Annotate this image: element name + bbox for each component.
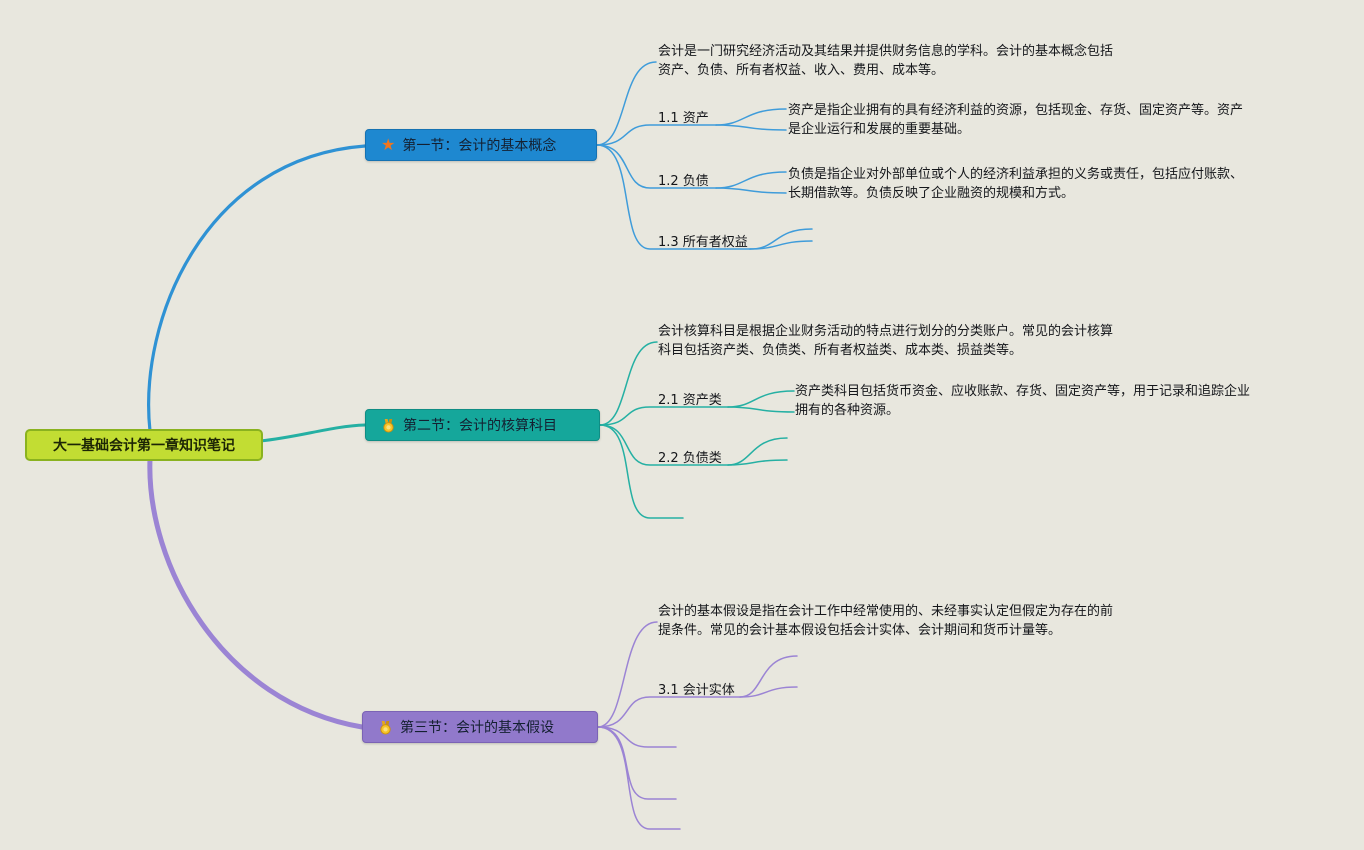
- subtopic-node-assets[interactable]: 1.1 资产: [658, 111, 709, 126]
- star-icon: ★: [381, 135, 396, 154]
- root-node[interactable]: 大一基础会计第一章知识笔记: [25, 429, 263, 461]
- subtopic-node-liability-class[interactable]: 2.2 负债类: [658, 451, 722, 466]
- subtopic-node-asset-class[interactable]: 2.1 资产类: [658, 393, 722, 408]
- description-node[interactable]: 会计核算科目是根据企业财务活动的特点进行划分的分类账户。常见的会计核算 科目包括…: [658, 324, 1114, 358]
- branch2-trunk-line: [258, 423, 367, 443]
- medal-icon: [381, 418, 396, 433]
- detail-node-asset-class[interactable]: 资产类科目包括货币资金、应收账款、存货、固定资产等，用于记录和追踪企业 拥有的各…: [795, 384, 1251, 418]
- detail-node-assets[interactable]: 资产是指企业拥有的具有经济利益的资源，包括现金、存货、固定资产等。资产 是企业运…: [788, 103, 1244, 137]
- detail-node-liabilities[interactable]: 负债是指企业对外部单位或个人的经济利益承担的义务或责任，包括应付账款、 长期借款…: [788, 167, 1244, 201]
- subtopic-node-accounting-entity[interactable]: 3.1 会计实体: [658, 683, 735, 698]
- section-label: 第三节：会计的基本假设: [400, 720, 554, 736]
- section-node-basic-assumptions[interactable]: 第三节：会计的基本假设: [362, 711, 598, 743]
- section-label: 第一节：会计的基本概念: [402, 138, 557, 154]
- subtopic-node-owners-equity[interactable]: 1.3 所有者权益: [658, 235, 748, 250]
- medal-icon: [378, 720, 393, 735]
- description-node[interactable]: 会计的基本假设是指在会计工作中经常使用的、未经事实认定但假定为存在的前 提条件。…: [658, 604, 1114, 638]
- section-node-account-subjects[interactable]: 第二节：会计的核算科目: [365, 409, 600, 441]
- branch1-trunk-line: [147, 144, 367, 433]
- section-label: 第二节：会计的核算科目: [403, 418, 557, 434]
- description-node[interactable]: 会计是一门研究经济活动及其结果并提供财务信息的学科。会计的基本概念包括 资产、负…: [658, 44, 1114, 78]
- subtopic-node-liabilities[interactable]: 1.2 负债: [658, 174, 709, 189]
- branch3-trunk-line: [147, 456, 365, 730]
- section-node-basic-concepts[interactable]: ★ 第一节：会计的基本概念: [365, 129, 597, 161]
